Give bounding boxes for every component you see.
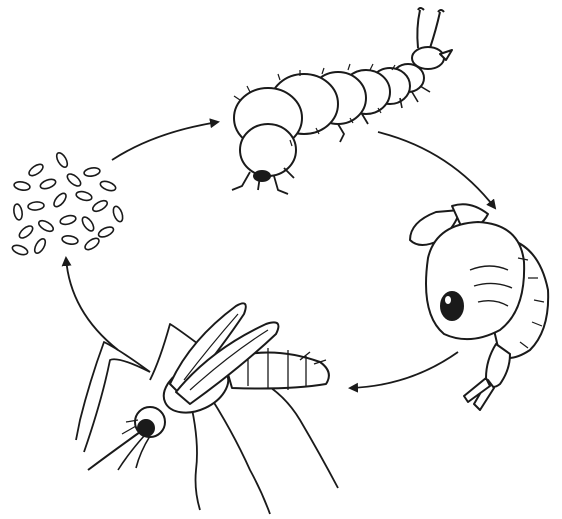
arrow-pupa-to-adult [350, 352, 458, 388]
pupa-icon [410, 204, 548, 410]
arrow-adult-to-eggs [66, 258, 118, 350]
larva-icon [232, 8, 452, 194]
eggs-cluster-icon [11, 151, 124, 256]
arrow-eggs-to-larva [112, 122, 218, 160]
mosquito-icon [76, 303, 338, 514]
arrow-larva-to-pupa [378, 132, 495, 208]
